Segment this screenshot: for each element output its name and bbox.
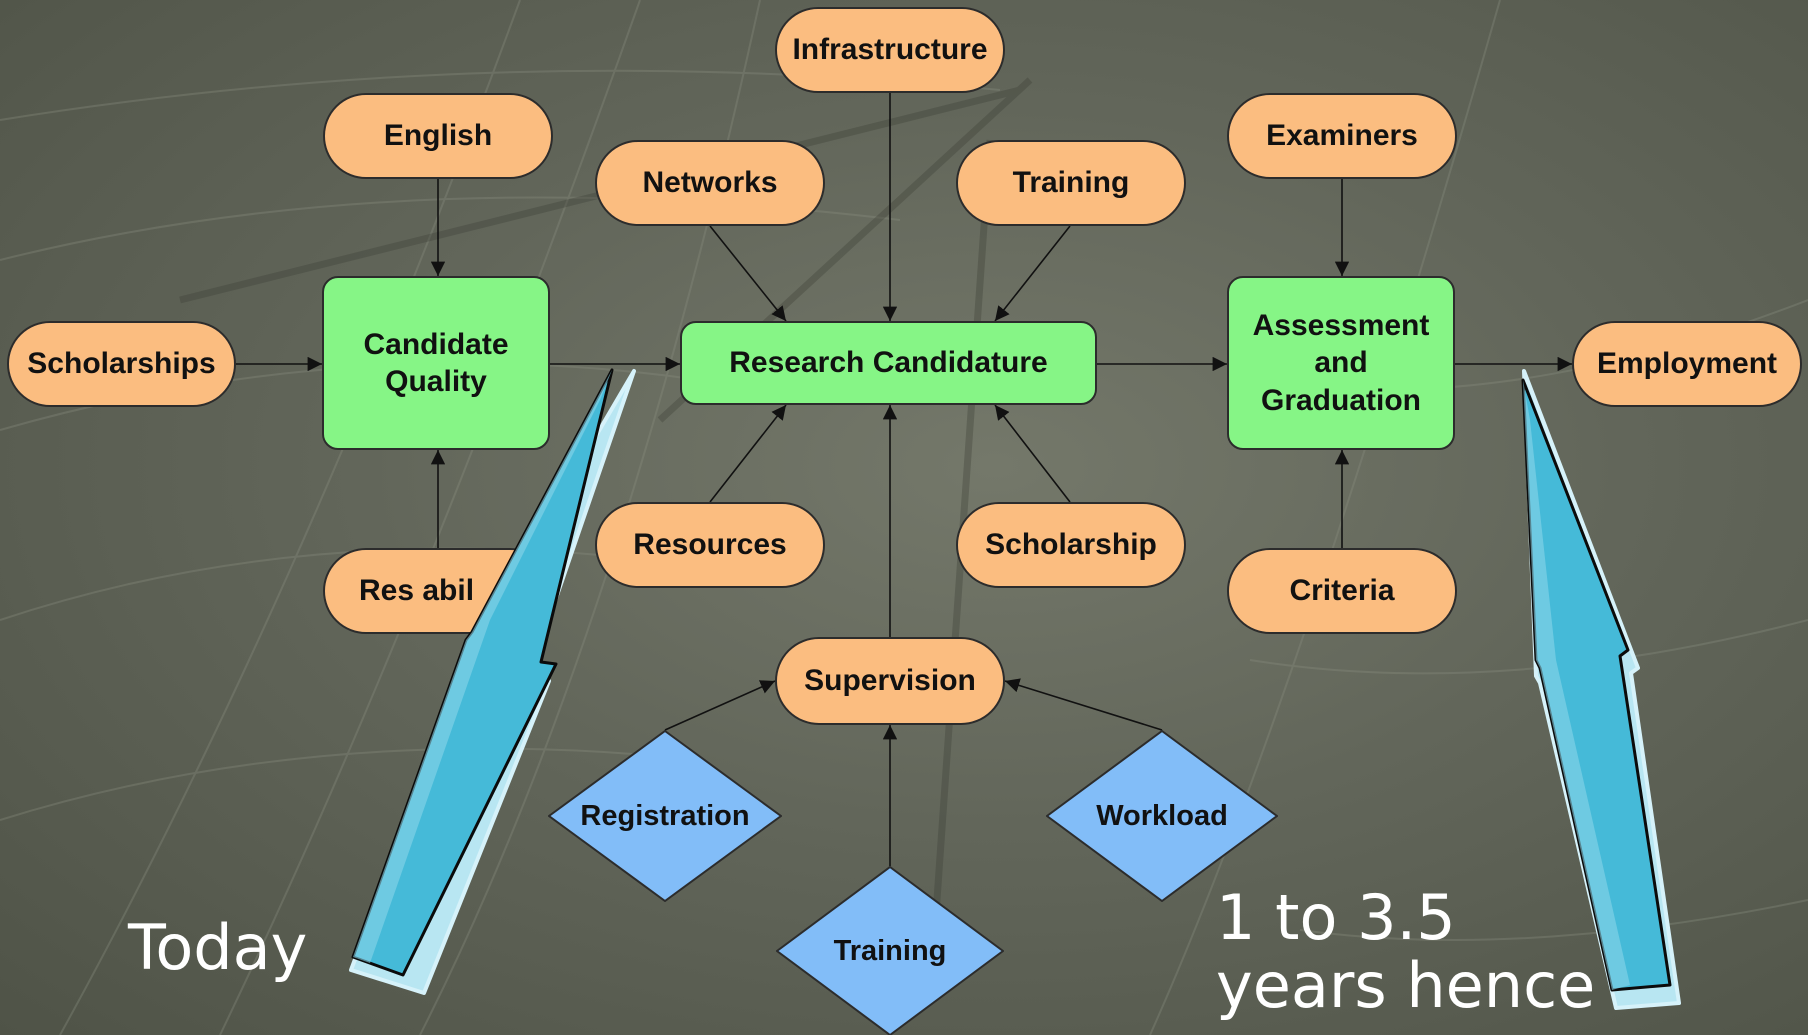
training-bottom-label: Training — [833, 934, 947, 967]
node-supervision: Supervision — [775, 637, 1005, 725]
today-pointer-arrow — [349, 368, 636, 995]
node-networks: Networks — [595, 140, 825, 226]
future-pointer-arrow — [1521, 369, 1681, 1010]
node-registration: Registration — [548, 730, 782, 902]
node-english: English — [323, 93, 553, 179]
node-employment: Employment — [1572, 321, 1802, 407]
edge-workload-supervision — [1004, 678, 1163, 731]
caption-future: 1 to 3.5 years hence — [1216, 881, 1596, 1023]
edge-registration-supervision — [664, 680, 776, 731]
edge-resources-research — [709, 404, 787, 503]
node-scholarship: Scholarship — [956, 502, 1186, 588]
node-assessment-graduation: Assessment and Graduation — [1227, 276, 1455, 450]
workload-diamond-shape — [1046, 730, 1278, 902]
node-candidate-quality: Candidate Quality — [322, 276, 550, 450]
node-infrastructure: Infrastructure — [775, 7, 1005, 93]
registration-diamond-shape — [548, 730, 782, 902]
edge-training-research — [994, 225, 1071, 322]
node-workload: Workload — [1046, 730, 1278, 902]
node-examiners: Examiners — [1227, 93, 1457, 179]
node-scholarships: Scholarships — [7, 321, 236, 407]
registration-label: Registration — [580, 799, 750, 832]
node-training-top: Training — [956, 140, 1186, 226]
training-diamond-shape — [776, 866, 1004, 1035]
caption-today: Today — [128, 911, 308, 984]
node-research-candidature: Research Candidature — [680, 321, 1097, 405]
workload-label: Workload — [1096, 799, 1228, 832]
node-training-bottom: Training — [776, 866, 1004, 1035]
node-resources: Resources — [595, 502, 825, 588]
edge-scholarship-research — [994, 404, 1071, 503]
node-criteria: Criteria — [1227, 548, 1457, 634]
edge-networks-research — [709, 225, 787, 322]
